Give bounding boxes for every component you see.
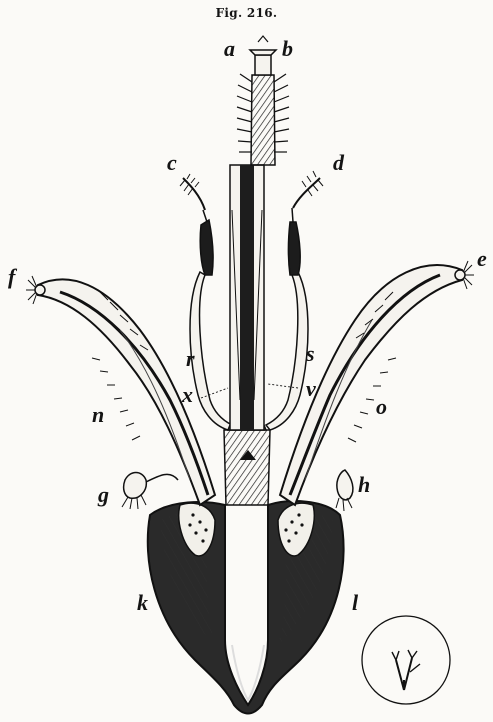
label-a: a [224,38,235,60]
label-f: f [8,266,15,288]
central-style [224,36,289,505]
label-b: b [282,38,293,60]
label-n: n [92,404,104,426]
label-k: k [137,592,148,614]
label-e: e [477,248,487,270]
label-c: c [167,152,177,174]
label-o: o [376,396,387,418]
label-g: g [98,484,109,506]
label-v: v [306,378,316,400]
label-h: h [358,474,370,496]
left-bristle-tuft [122,473,178,510]
label-d: d [333,152,344,174]
inset-detail [362,616,450,704]
right-bristle-tuft [336,470,353,511]
label-s: s [306,343,315,365]
label-r: r [186,348,195,370]
label-x: x [182,384,193,406]
ovary-chambers [179,503,314,556]
calyx-base [148,501,344,713]
label-l: l [352,592,358,614]
